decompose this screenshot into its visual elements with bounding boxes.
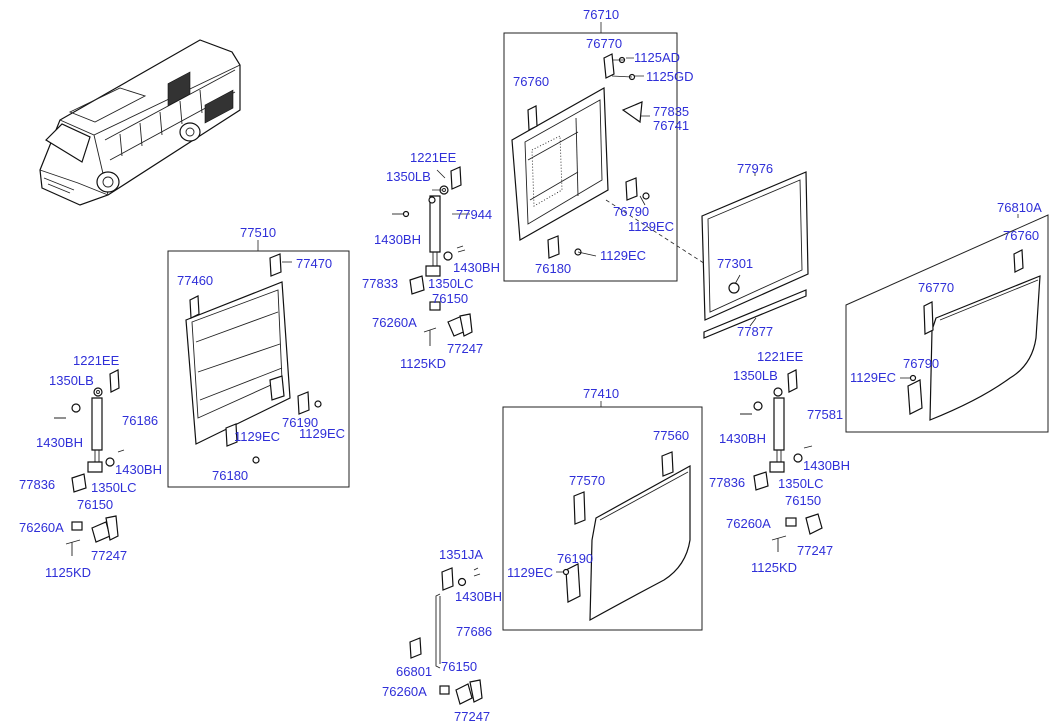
callout-77944[interactable]: 77944 [456, 207, 492, 222]
callout-77247[interactable]: 77247 [447, 341, 483, 356]
callout-76190[interactable]: 76190 [282, 415, 318, 430]
callout-1129ec[interactable]: 1129EC [507, 565, 553, 580]
glass-77976 [701, 171, 809, 321]
strut-77944-assembly [392, 166, 473, 346]
callout-76741[interactable]: 76741 [653, 118, 689, 133]
callout-1430bh[interactable]: 1430BH [453, 260, 500, 275]
callout-76260a[interactable]: 76260A [726, 516, 771, 531]
strut-76186-assembly [54, 369, 125, 556]
callout-76770[interactable]: 76770 [586, 36, 622, 51]
callout-76150[interactable]: 76150 [785, 493, 821, 508]
callout-77877[interactable]: 77877 [737, 324, 773, 339]
callout-1125ad[interactable]: 1125AD [634, 50, 680, 65]
callout-1221ee[interactable]: 1221EE [757, 349, 804, 364]
panel-77510 [185, 281, 291, 445]
callout-77460[interactable]: 77460 [177, 273, 213, 288]
callout-77976[interactable]: 77976 [737, 161, 773, 176]
frame-76710 [503, 32, 678, 282]
group-76710 [503, 22, 731, 282]
frame-76810a [845, 214, 1049, 433]
callout-76150[interactable]: 76150 [432, 291, 468, 306]
bus-illustration [39, 39, 241, 206]
callout-76150[interactable]: 76150 [441, 659, 477, 674]
callout-1430bh[interactable]: 1430BH [803, 458, 850, 473]
callout-77301[interactable]: 77301 [717, 256, 753, 271]
callout-77410[interactable]: 77410 [583, 386, 619, 401]
callout-66801[interactable]: 66801 [396, 664, 432, 679]
callout-77510[interactable]: 77510 [240, 225, 276, 240]
callout-77570[interactable]: 77570 [569, 473, 605, 488]
callout-1350lc[interactable]: 1350LC [91, 480, 137, 495]
callout-1430bh[interactable]: 1430BH [36, 435, 83, 450]
callout-1430bh[interactable]: 1430BH [455, 589, 502, 604]
callout-76810a[interactable]: 76810A [997, 200, 1042, 215]
callout-76260a[interactable]: 76260A [382, 684, 427, 699]
frame-77510 [167, 250, 350, 488]
frame-77410 [502, 406, 703, 631]
panel-77410 [589, 464, 691, 622]
group-77410 [502, 401, 703, 631]
callout-1430bh[interactable]: 1430BH [719, 431, 766, 446]
callout-1430bh[interactable]: 1430BH [374, 232, 421, 247]
callout-76186[interactable]: 76186 [122, 413, 158, 428]
callout-1350lc[interactable]: 1350LC [778, 476, 824, 491]
callout-76150[interactable]: 76150 [77, 497, 113, 512]
callout-1351ja[interactable]: 1351JA [439, 547, 483, 562]
callout-76180[interactable]: 76180 [535, 261, 571, 276]
callout-1350lb[interactable]: 1350LB [49, 373, 94, 388]
callout-1125kd[interactable]: 1125KD [45, 565, 91, 580]
callout-76260a[interactable]: 76260A [19, 520, 64, 535]
callout-1129ec[interactable]: 1129EC [600, 248, 646, 263]
callout-1129ec[interactable]: 1129EC [850, 370, 896, 385]
callout-76760[interactable]: 76760 [513, 74, 549, 89]
part-labels: 76710 76770 1125AD 1125GD 76760 77835 76… [19, 7, 1042, 724]
strut-77581-assembly [740, 369, 823, 552]
callout-77833[interactable]: 77833 [362, 276, 398, 291]
callout-77835[interactable]: 77835 [653, 104, 689, 119]
callout-1125kd[interactable]: 1125KD [400, 356, 446, 371]
callout-77686[interactable]: 77686 [456, 624, 492, 639]
callout-76770[interactable]: 76770 [918, 280, 954, 295]
callout-77836[interactable]: 77836 [709, 475, 745, 490]
callout-1221ee[interactable]: 1221EE [73, 353, 120, 368]
callout-76180[interactable]: 76180 [212, 468, 248, 483]
group-77976 [701, 171, 809, 339]
callout-1129ec[interactable]: 1129EC [299, 426, 345, 441]
callout-76190[interactable]: 76190 [557, 551, 593, 566]
callout-77247[interactable]: 77247 [91, 548, 127, 563]
panel-76810a [929, 275, 1041, 421]
callout-1129ec[interactable]: 1129EC [628, 219, 674, 234]
callout-77836[interactable]: 77836 [19, 477, 55, 492]
group-76810a [845, 214, 1049, 433]
callout-1350lb[interactable]: 1350LB [386, 169, 431, 184]
callout-1221ee[interactable]: 1221EE [410, 150, 457, 165]
callout-1129ec[interactable]: 1129EC [234, 429, 280, 444]
callout-76710[interactable]: 76710 [583, 7, 619, 22]
callout-77247[interactable]: 77247 [454, 709, 490, 724]
callout-76790[interactable]: 76790 [903, 356, 939, 371]
callout-1350lc[interactable]: 1350LC [428, 276, 474, 291]
panel-76710 [511, 86, 609, 241]
group-77510 [167, 240, 350, 488]
callout-77560[interactable]: 77560 [653, 428, 689, 443]
callout-77247[interactable]: 77247 [797, 543, 833, 558]
callout-1125kd[interactable]: 1125KD [751, 560, 797, 575]
callout-1350lb[interactable]: 1350LB [733, 368, 778, 383]
callout-77581[interactable]: 77581 [807, 407, 843, 422]
callout-1125gd[interactable]: 1125GD [646, 69, 693, 84]
callout-1430bh[interactable]: 1430BH [115, 462, 162, 477]
callout-76790[interactable]: 76790 [613, 204, 649, 219]
callout-76260a[interactable]: 76260A [372, 315, 417, 330]
callout-77470[interactable]: 77470 [296, 256, 332, 271]
rod-77686-assembly [409, 567, 483, 705]
callout-76760[interactable]: 76760 [1003, 228, 1039, 243]
